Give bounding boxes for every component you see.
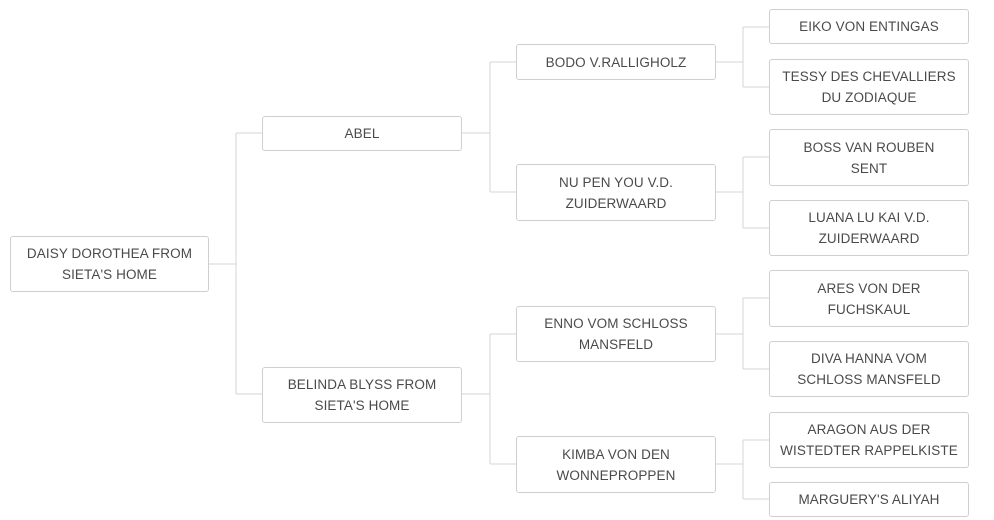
sire-dam-sire-name-line2: SENT [850,160,888,176]
sire-name: ABEL [344,126,380,141]
dam-sire-sire-name-line2: FUCHSKAUL [827,301,911,317]
connector-sire-sire [716,26,769,88]
dam-dam-name-line1: KIMBA VON DEN [562,446,670,462]
dam-node: BELINDA BLYSS FROM SIETA'S HOME [262,367,462,423]
sire-sire-name: BODO V.RALLIGHOLZ [545,54,687,70]
sire-dam-name-line1: NU PEN YOU V.D. [558,174,674,190]
connector-sire [462,61,516,193]
sire-sire-dam-node: TESSY DES CHEVALLIERS DU ZODIAQUE [769,59,969,115]
dam-dam-dam-name: MARGUERY'S ALIYAH [798,492,940,507]
dam-dam-name-line2: WONNEPROPPEN [556,467,676,483]
sire-sire-node: BODO V.RALLIGHOLZ [516,44,716,80]
sire-sire-sire-node: EIKO VON ENTINGAS [769,9,969,44]
dam-dam-node: KIMBA VON DEN WONNEPROPPEN [516,436,716,493]
dam-sire-name-line2: MANSFELD [578,337,654,352]
dam-sire-node: ENNO VOM SCHLOSS MANSFELD [516,306,716,362]
sire-dam-dam-name-line1: LUANA LU KAI V.D. [808,210,930,225]
sire-sire-dam-name-line2: DU ZODIAQUE [821,90,917,105]
dog-node: DAISY DOROTHEA FROM SIETA'S HOME [10,236,209,292]
dog-name-line2: SIETA'S HOME [61,267,158,282]
sire-dam-dam-name-line2: ZUIDERWAARD [818,231,920,246]
sire-sire-dam-name-line1: TESSY DES CHEVALLIERS [782,69,956,84]
connector-dam [462,333,516,465]
sire-dam-node: NU PEN YOU V.D. ZUIDERWAARD [516,164,716,221]
dam-sire-dam-node: DIVA HANNA VOM SCHLOSS MANSFELD [769,341,969,397]
sire-dam-dam-node: LUANA LU KAI V.D. ZUIDERWAARD [769,200,969,256]
sire-node: ABEL [262,116,462,151]
sire-dam-sire-name-line1: BOSS VAN ROUBEN [803,139,935,155]
dam-sire-dam-name-line1: DIVA HANNA VOM [811,351,927,366]
connector-dam-dam [716,439,769,500]
sire-dam-name-line2: ZUIDERWAARD [565,195,667,211]
connector-dam-sire [716,297,769,370]
sire-dam-sire-node: BOSS VAN ROUBEN SENT [769,129,969,186]
dam-dam-sire-node: ARAGON AUS DER WISTEDTER RAPPELKISTE [769,412,969,468]
dam-sire-name-line1: ENNO VOM SCHLOSS [544,316,688,331]
dam-sire-sire-node: ARES VON DER FUCHSKAUL [769,270,969,327]
connector-root [209,132,262,395]
dam-sire-sire-name-line1: ARES VON DER [817,280,921,296]
dam-dam-sire-name-line2: WISTEDTER RAPPELKISTE [780,443,958,458]
dam-name-line2: SIETA'S HOME [314,398,410,413]
dam-sire-dam-name-line2: SCHLOSS MANSFELD [797,372,941,387]
connector-sire-dam [716,156,769,229]
dam-dam-dam-node: MARGUERY'S ALIYAH [769,482,969,517]
dog-name-line1: DAISY DOROTHEA FROM [26,246,193,261]
dam-dam-sire-name-line1: ARAGON AUS DER [807,422,931,437]
dam-name-line1: BELINDA BLYSS FROM [287,377,437,392]
sire-sire-sire-name: EIKO VON ENTINGAS [799,19,939,34]
